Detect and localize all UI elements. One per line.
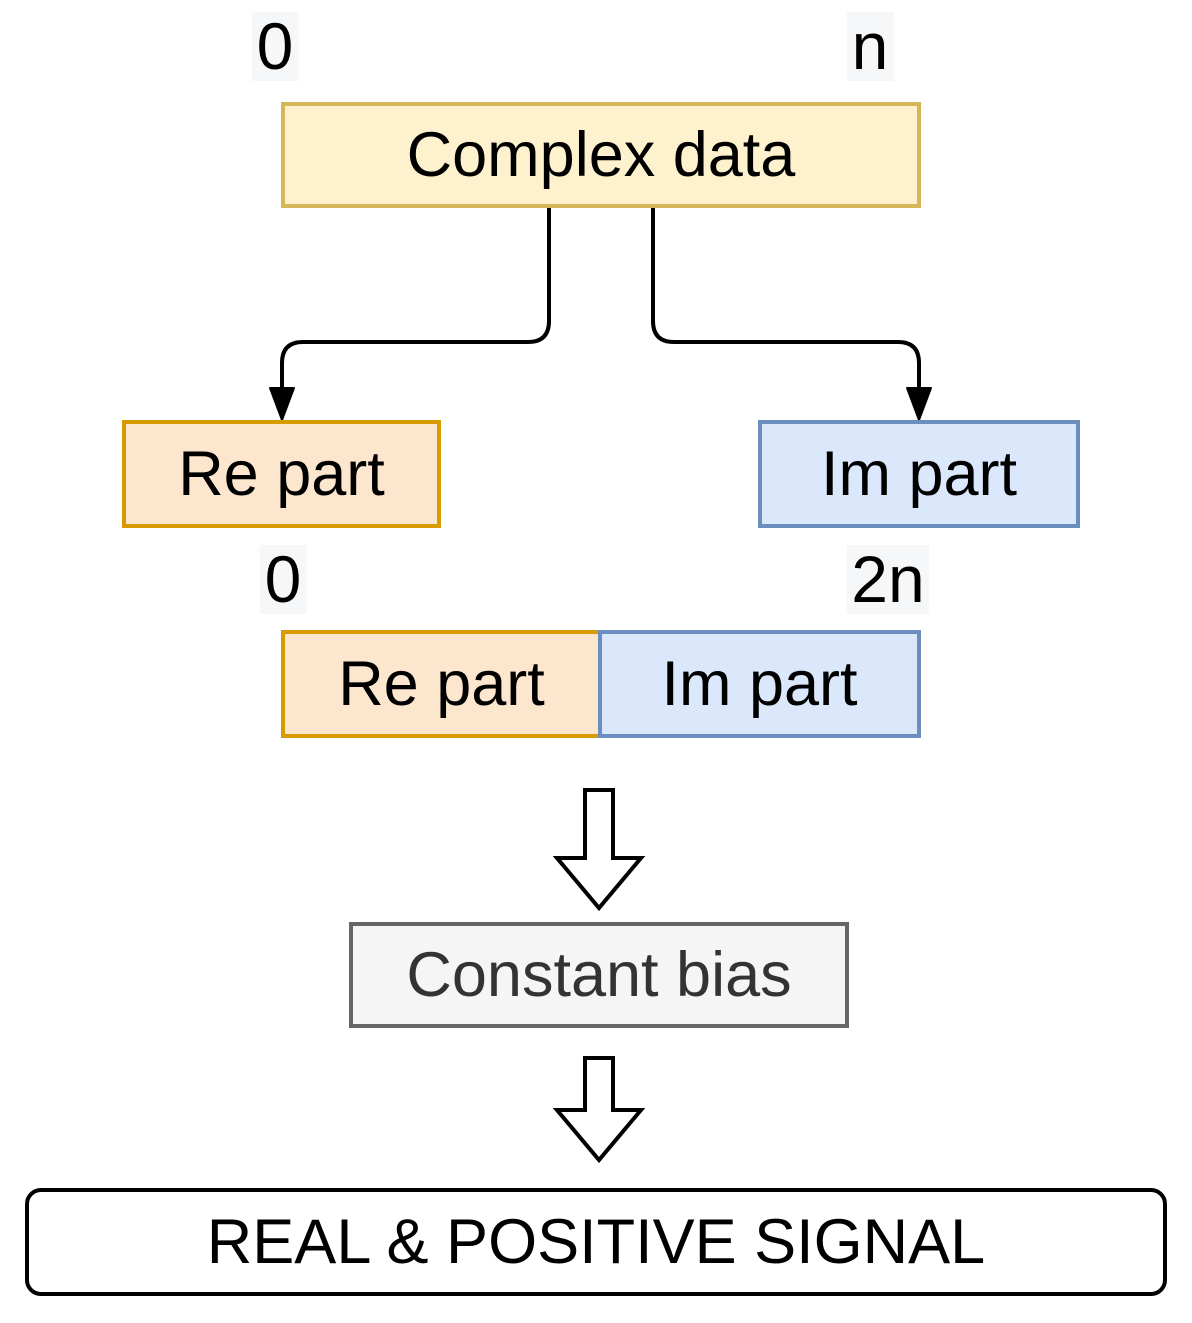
re-part-box: Re part <box>122 420 441 528</box>
index-label-mid-end: 2n <box>846 544 930 615</box>
arrowhead-im-icon <box>906 387 932 421</box>
down-arrow-1-icon <box>552 788 646 912</box>
im-part-label: Im part <box>820 439 1018 509</box>
arrowhead-re-icon <box>269 387 295 421</box>
im-part-box: Im part <box>758 420 1080 528</box>
connector-to-im-part <box>651 208 921 390</box>
combined-im-part-cell: Im part <box>598 630 921 738</box>
constant-bias-label: Constant bias <box>406 940 792 1010</box>
real-positive-signal-label: REAL & POSITIVE SIGNAL <box>206 1207 986 1277</box>
index-label-top-start: 0 <box>251 11 299 82</box>
combined-re-part-cell: Re part <box>281 630 602 738</box>
constant-bias-box: Constant bias <box>349 922 849 1028</box>
combined-re-part-label: Re part <box>338 649 545 719</box>
complex-data-label: Complex data <box>406 120 796 190</box>
connector-to-re-part <box>280 208 551 390</box>
index-label-top-end: n <box>846 11 894 82</box>
combined-im-part-label: Im part <box>661 649 858 719</box>
re-part-label: Re part <box>178 439 385 509</box>
complex-data-box: Complex data <box>281 102 921 208</box>
real-positive-signal-box: REAL & POSITIVE SIGNAL <box>25 1188 1167 1296</box>
down-arrow-2-icon <box>552 1056 646 1164</box>
index-label-mid-start: 0 <box>259 544 307 615</box>
